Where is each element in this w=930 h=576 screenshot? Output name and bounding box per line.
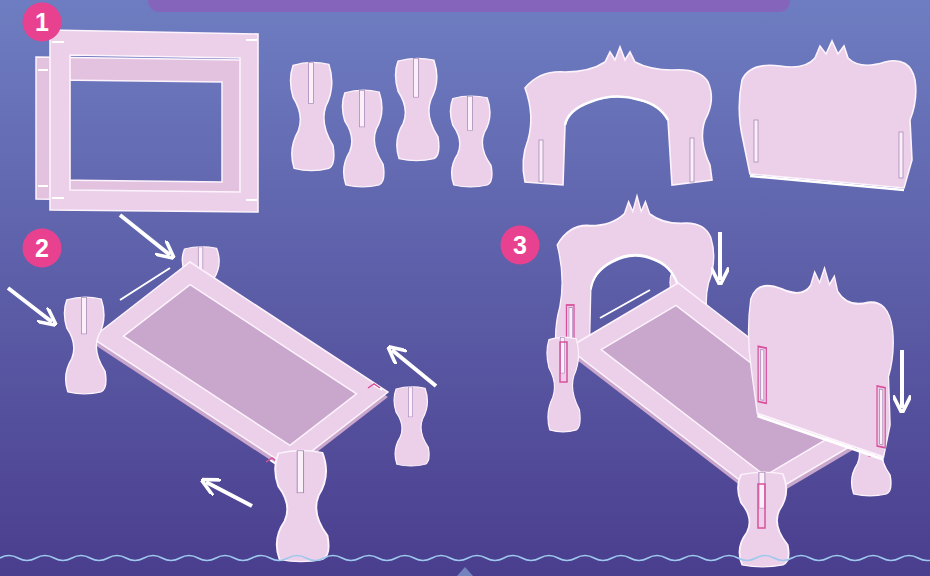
insert-arrow (8, 288, 52, 322)
insert-arrow (206, 482, 252, 506)
frame-slot (266, 384, 380, 462)
frame-top (92, 262, 388, 468)
slot-highlight (560, 342, 567, 382)
frame-slot (600, 290, 650, 318)
insert-arrow (120, 215, 170, 255)
slot-highlight (758, 346, 766, 403)
step-badge: 3 (500, 225, 540, 265)
step2-assembly (8, 215, 436, 562)
bed-leg (275, 450, 328, 561)
bed-leg (394, 387, 429, 466)
badge-fill (23, 3, 62, 42)
slot-highlight (877, 386, 885, 448)
drop-arrow (718, 232, 722, 280)
headboard-arch-part (523, 47, 712, 185)
step-number: 3 (513, 233, 527, 258)
slot-highlight (758, 484, 765, 528)
bed-leg (64, 297, 105, 394)
page-marker (457, 567, 473, 576)
headboard-solid-part (748, 252, 893, 462)
bed-leg (547, 337, 580, 432)
step-badge: 1 (22, 2, 62, 42)
step-number: 2 (35, 236, 49, 261)
badge-fill (23, 229, 62, 268)
headboard-solid-placed (748, 252, 893, 462)
bed-leg (291, 62, 334, 170)
wave-line (0, 556, 930, 561)
drop-arrow (900, 350, 904, 408)
bed-leg (450, 96, 491, 187)
header-banner (148, 0, 790, 12)
frame-front (50, 30, 258, 212)
insert-arrow (392, 350, 436, 386)
bed-leg (396, 58, 439, 160)
step1-parts (36, 30, 916, 212)
step-badge: 2 (22, 228, 62, 268)
frame-slot (120, 268, 382, 468)
step3-assembly (547, 196, 902, 567)
badge-fill (501, 226, 540, 265)
step-number: 1 (35, 10, 49, 35)
frame-slot (38, 40, 257, 200)
bed-leg (738, 472, 789, 567)
bed-leg (342, 90, 383, 187)
headboard-solid-part (739, 41, 916, 190)
